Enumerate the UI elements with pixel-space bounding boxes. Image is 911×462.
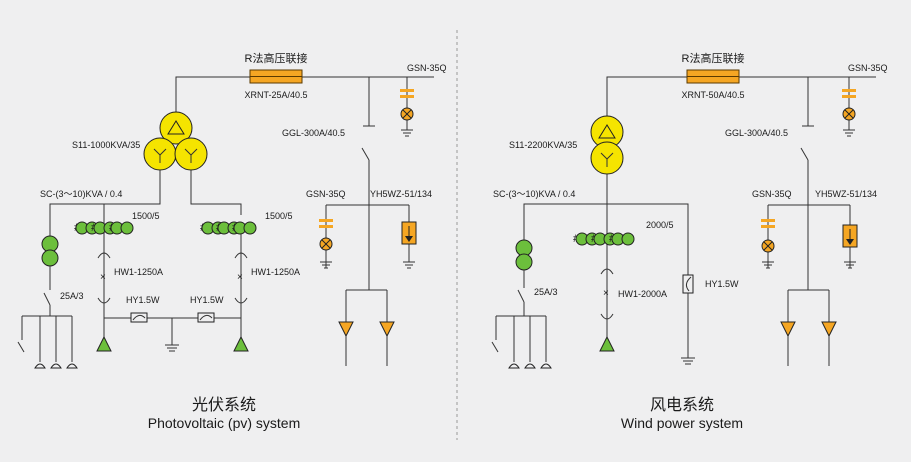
pv-caption-cn: 光伏系统 [192, 396, 256, 414]
pv-out-arrow-right [379, 321, 395, 338]
pv-gsn-mid-label: GSN-35Q [306, 189, 346, 199]
wind-yh-label: YH5WZ-51/134 [815, 189, 877, 199]
pv-ct-left-label: 1500/5 [132, 211, 160, 221]
pv-transformer-top [159, 111, 193, 145]
pv-output-left [96, 335, 112, 352]
pv-sw25-label: 25A/3 [60, 291, 84, 301]
pv-hy-right-label: HY1.5W [190, 295, 224, 305]
pv-yh-label: YH5WZ-51/134 [370, 189, 432, 199]
wind-aux-transformer-bottom [515, 253, 533, 271]
svg-text:×: × [603, 288, 609, 299]
pv-gsn-top-label: GSN-35Q [407, 63, 447, 73]
pv-ct-left: # # # [74, 221, 134, 235]
wind-hw-label: HW1-2000A [618, 289, 667, 299]
wind-fuse-label: XRNT-50A/40.5 [681, 90, 744, 100]
wind-ggl-label: GGL-300A/40.5 [725, 128, 788, 138]
wind-transformer-label: S11-2200KVA/35 [509, 140, 577, 150]
pv-ct-right-label: 1500/5 [265, 211, 293, 221]
wind-output [599, 335, 615, 352]
wind-r-label: R法高压联接 [682, 51, 745, 65]
pv-hw-right-label: HW1-1250A [251, 267, 300, 277]
wind-transformer-bottom [590, 141, 624, 175]
wind-system: R法高压联接 XRNT-50A/40.5 GSN-35Q GGL-300A/40… [491, 51, 888, 431]
pv-sc-label: SC-(3～10)KVA / 0.4 [40, 189, 122, 199]
svg-text:×: × [237, 272, 243, 283]
pv-fuse-label: XRNT-25A/40.5 [244, 90, 307, 100]
pv-transformer-right [174, 137, 208, 171]
wind-hy-label: HY1.5W [705, 279, 739, 289]
pv-transformer-label: S11-1000KVA/35 [72, 140, 140, 150]
wind-out-arrow-right [821, 321, 837, 338]
pv-ct-right: # # # [200, 221, 257, 235]
wind-caption-en: Wind power system [621, 415, 743, 431]
pv-caption-en: Photovoltaic (pv) system [148, 415, 301, 431]
svg-text:×: × [100, 272, 106, 283]
wind-ct: # # # [573, 232, 635, 246]
pv-r-label: R法高压联接 [245, 51, 308, 65]
pv-aux-transformer-bottom [41, 249, 59, 267]
pv-output-right [233, 335, 249, 352]
wind-caption-cn: 风电系统 [650, 396, 714, 414]
wind-gsn-top-label: GSN-35Q [848, 63, 888, 73]
wind-gsn-mid-label: GSN-35Q [752, 189, 792, 199]
wind-sc-label: SC-(3～10)KVA / 0.4 [493, 189, 575, 199]
pv-ggl-label: GGL-300A/40.5 [282, 128, 345, 138]
pv-transformer-left [143, 137, 177, 171]
pv-out-arrow-left [338, 321, 354, 338]
pv-system: R法高压联接 XRNT-25A/40.5 GSN-35Q GGL-300A/40… [17, 51, 447, 431]
pv-hw-left-label: HW1-1250A [114, 267, 163, 277]
wind-out-arrow-left [780, 321, 796, 338]
wind-sw25-label: 25A/3 [534, 287, 558, 297]
pv-hy-left-label: HY1.5W [126, 295, 160, 305]
wind-ct-label: 2000/5 [646, 220, 674, 230]
